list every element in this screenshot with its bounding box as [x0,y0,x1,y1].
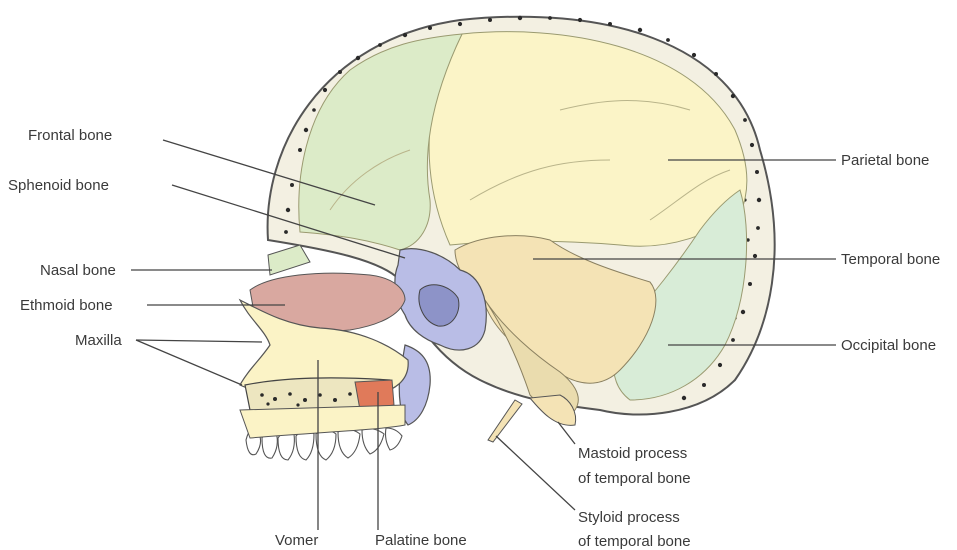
label-styloid-process-line2: of temporal bone [578,533,691,550]
styloid-process [488,400,522,442]
nasal-bone-region [268,245,310,275]
label-vomer: Vomer [275,532,318,549]
label-frontal-bone: Frontal bone [28,127,112,144]
label-parietal-bone: Parietal bone [841,152,929,169]
label-styloid-process-line1: Styloid process [578,509,680,526]
label-nasal-bone: Nasal bone [40,262,116,279]
label-occipital-bone: Occipital bone [841,337,936,354]
label-temporal-bone: Temporal bone [841,251,940,268]
label-ethmoid-bone: Ethmoid bone [20,297,113,314]
label-mastoid-process-line2: of temporal bone [578,470,691,487]
label-mastoid-process-line1: Mastoid process [578,445,687,462]
label-maxilla: Maxilla [75,332,122,349]
label-palatine-bone: Palatine bone [375,532,467,549]
label-sphenoid-bone: Sphenoid bone [8,177,109,194]
